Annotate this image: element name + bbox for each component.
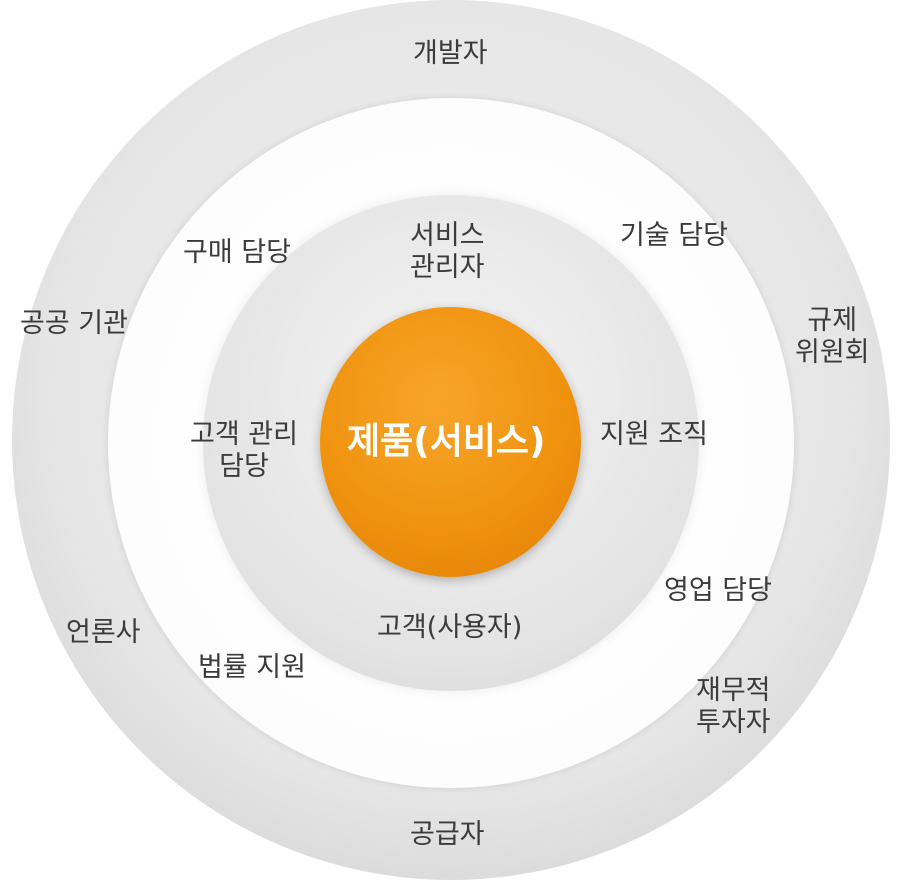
outer-label-public-agency: 공공 기관 xyxy=(20,308,128,339)
middle-label-sales: 영업 담당 xyxy=(664,575,772,606)
outer-label-developer: 개발자 xyxy=(413,38,488,69)
inner-label-customer-user: 고객(사용자) xyxy=(377,612,523,643)
outer-label-financial-investor: 재무적 투자자 xyxy=(696,675,771,738)
middle-label-technical: 기술 담당 xyxy=(620,220,728,251)
middle-label-legal: 법률 지원 xyxy=(198,652,306,683)
outer-label-media: 언론사 xyxy=(66,617,141,648)
inner-label-service-manager: 서비스 관리자 xyxy=(410,220,485,283)
outer-label-regulatory-committee: 규제 위원회 xyxy=(795,305,870,368)
middle-label-purchasing: 구매 담당 xyxy=(183,237,291,268)
inner-label-support-org: 지원 조직 xyxy=(600,419,708,450)
core-label-product-service: 제품(서비스) xyxy=(347,421,546,462)
core-circle xyxy=(320,307,581,577)
inner-label-customer-management: 고객 관리 담당 xyxy=(190,419,298,482)
outer-label-supplier: 공급자 xyxy=(410,819,485,850)
